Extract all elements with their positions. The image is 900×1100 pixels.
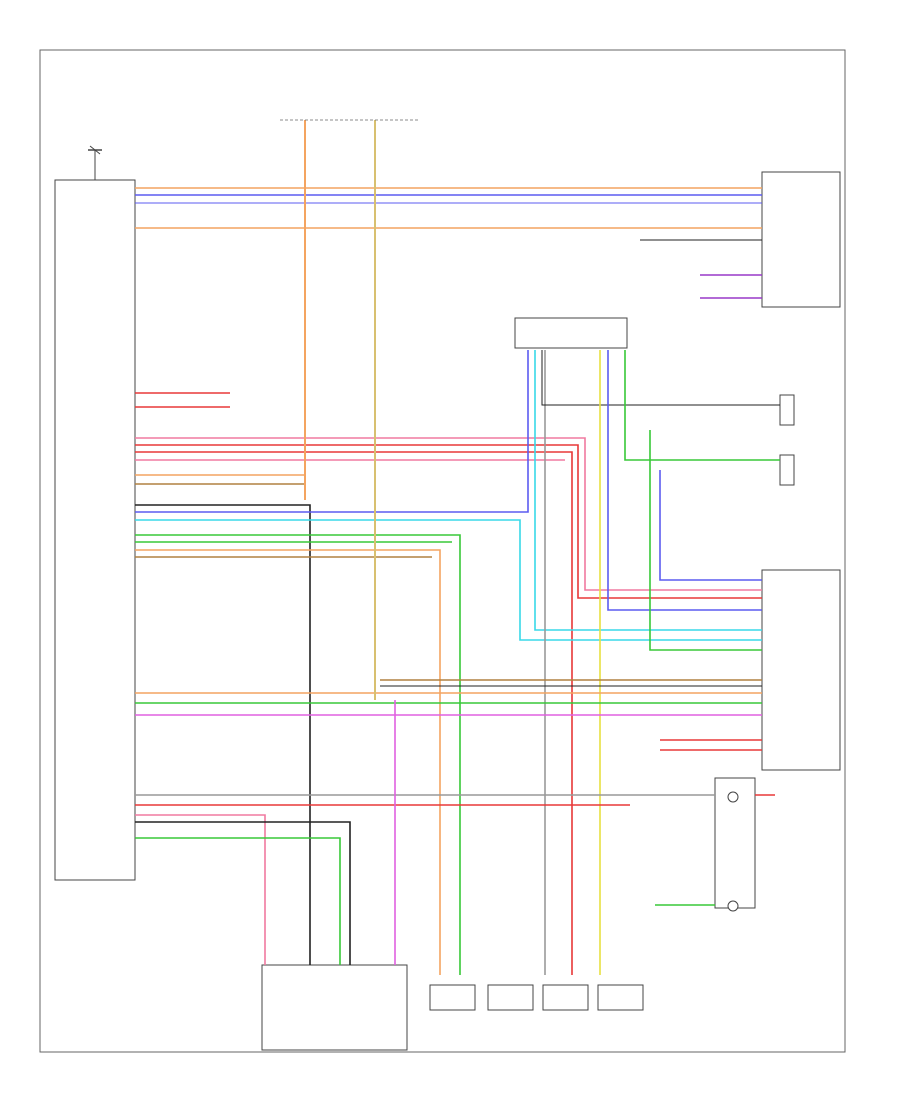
radio-module-box bbox=[54, 179, 136, 881]
wire-green1 bbox=[135, 534, 461, 975]
wire-layer bbox=[135, 187, 780, 975]
subwoofer-amp-box bbox=[761, 171, 841, 308]
steering-control-connector-top bbox=[727, 791, 739, 803]
wire-cyan1 bbox=[135, 519, 762, 641]
wire-blue3 bbox=[135, 350, 529, 513]
wire-blue-sw bbox=[659, 470, 762, 581]
wire-black-v bbox=[541, 350, 780, 406]
wire-red1 bbox=[135, 444, 762, 599]
junction-connector-box bbox=[514, 317, 628, 349]
wire-cyan-v bbox=[534, 350, 762, 631]
bottom-connector-block bbox=[261, 964, 408, 1051]
wire-black1 bbox=[135, 504, 311, 965]
left-front-speaker-box bbox=[429, 984, 476, 1011]
wire-pink-st bbox=[135, 814, 266, 965]
right-door-switch-box bbox=[779, 454, 795, 486]
rear-audio-module-box bbox=[761, 569, 841, 771]
diagram-frame bbox=[39, 49, 846, 1053]
left-door-switch-box bbox=[779, 394, 795, 426]
steering-control-connector-bottom bbox=[727, 900, 739, 912]
right-front-speaker-box bbox=[542, 984, 589, 1011]
wire-pink1 bbox=[135, 437, 762, 591]
antenna-icon bbox=[88, 145, 102, 180]
wire-green-v2 bbox=[649, 430, 762, 651]
wire-red2 bbox=[135, 451, 573, 975]
wire-orange4 bbox=[135, 549, 441, 975]
right-rear-speaker-box bbox=[597, 984, 644, 1011]
left-rear-speaker-box bbox=[487, 984, 534, 1011]
wire-green-st bbox=[135, 837, 341, 965]
wire-blue-v bbox=[607, 350, 762, 611]
wire-black-st bbox=[135, 821, 351, 965]
wire-green-v bbox=[624, 350, 780, 461]
